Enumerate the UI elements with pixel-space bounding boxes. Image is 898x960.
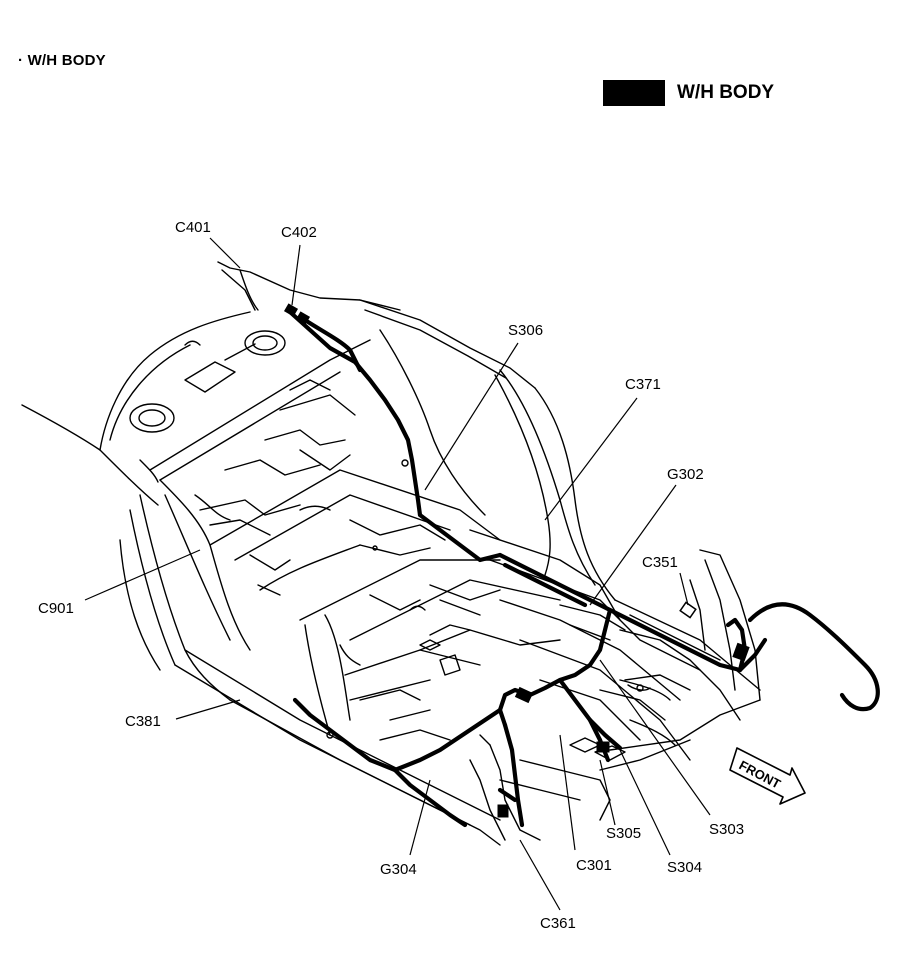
component-labels: C401 C402 S306 C371 G302 C351 C901 C381 … <box>38 219 744 932</box>
front-direction-arrow: FRONT <box>729 747 806 805</box>
label-s303: S303 <box>709 821 744 838</box>
label-c901: C901 <box>38 600 74 617</box>
label-g304: G304 <box>380 861 417 878</box>
label-c301: C301 <box>576 857 612 874</box>
page-title: · W/H BODY <box>18 52 106 69</box>
label-c351: C351 <box>642 554 678 571</box>
legend-label: W/H BODY <box>677 82 775 103</box>
vehicle-body-outline <box>21 261 761 846</box>
body-wire-harness <box>287 309 880 828</box>
legend: W/H BODY <box>603 79 774 107</box>
legend-swatch <box>603 80 665 106</box>
label-s306: S306 <box>508 322 543 339</box>
front-arrow-icon <box>729 747 806 805</box>
leader-lines <box>84 237 711 911</box>
label-s304: S304 <box>667 859 702 876</box>
label-c402: C402 <box>281 224 317 241</box>
label-c401: C401 <box>175 219 211 236</box>
label-s305: S305 <box>606 825 641 842</box>
label-c361: C361 <box>540 915 576 932</box>
label-c371: C371 <box>625 376 661 393</box>
label-c381: C381 <box>125 713 161 730</box>
harness-connectors <box>283 303 750 818</box>
label-g302: G302 <box>667 466 704 483</box>
